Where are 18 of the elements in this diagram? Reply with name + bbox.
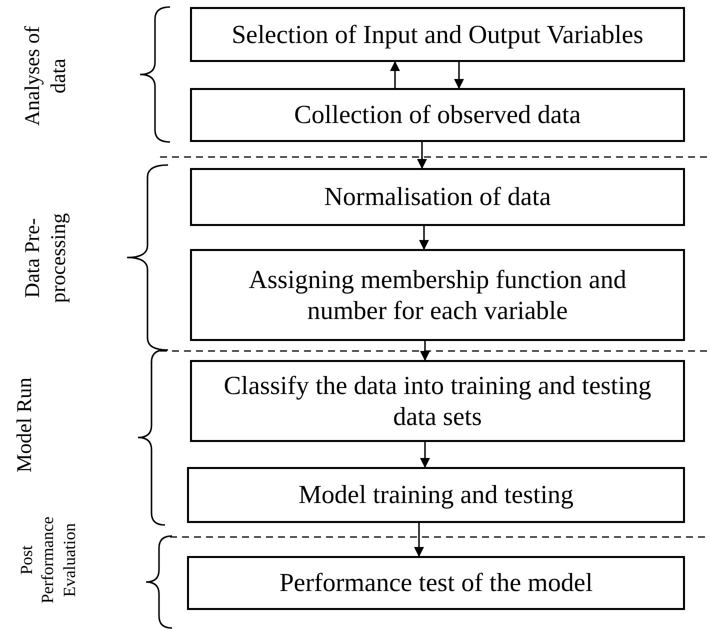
arrow [420, 442, 430, 468]
process-box: Classify the data into training and testing data sets [190, 360, 685, 442]
process-box: Assigning membership function and number for each variable [190, 249, 685, 341]
process-box: Normalisation of data [190, 168, 685, 226]
process-box: Performance test of the model [187, 556, 685, 610]
process-box: Model training and testing [187, 467, 685, 523]
arrow [390, 61, 400, 88]
section-label: Post Performance Evaluation [16, 516, 80, 606]
arrow [419, 226, 429, 250]
arrow [420, 341, 430, 361]
section-label: Model Run [10, 376, 37, 475]
process-box: Selection of Input and Output Variables [190, 7, 685, 62]
arrow [417, 142, 427, 169]
process-box: Collection of observed data [190, 88, 685, 142]
arrow [454, 62, 464, 89]
section-label: Analyses of data [18, 25, 71, 128]
arrow [414, 523, 424, 557]
section-label: Data Pre-processing [18, 212, 71, 305]
